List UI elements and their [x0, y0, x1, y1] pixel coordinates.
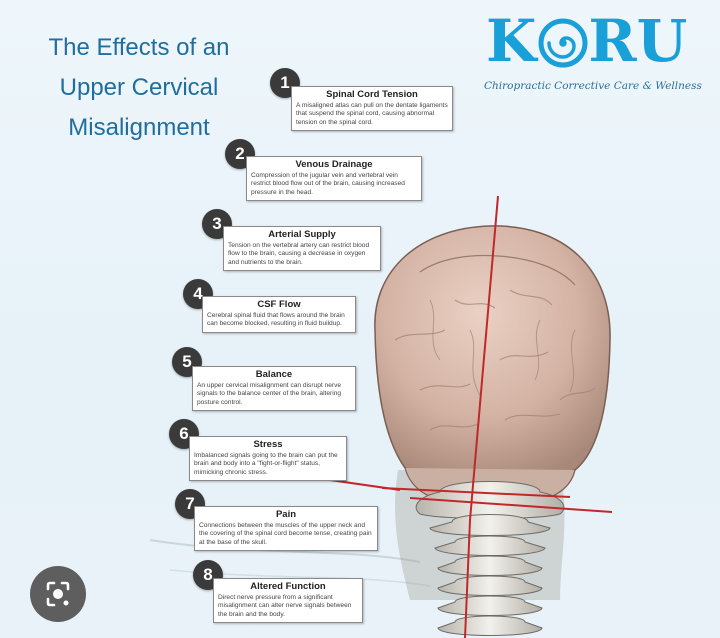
effect-card: Pain Connections between the muscles of … — [194, 506, 378, 552]
effect-heading: Altered Function — [250, 581, 326, 592]
effect-heading: Arterial Supply — [268, 229, 336, 240]
logo-wordmark: K RU — [486, 6, 687, 76]
logo-letter-k: K — [486, 7, 537, 75]
page-title: The Effects of an Upper Cervical Misalig… — [48, 34, 230, 141]
effect-description: An upper cervical misalignment can disru… — [197, 382, 342, 406]
logo-letters-ru: RU — [588, 7, 688, 75]
effect-description: Imbalanced signals going to the brain ca… — [194, 452, 338, 476]
effect-description: Direct nerve pressure from a significant… — [218, 594, 352, 618]
effect-card: Altered Function Direct nerve pressure f… — [213, 578, 363, 624]
effect-description: Cerebral spinal fluid that flows around … — [207, 312, 345, 328]
koru-logo: K RU Chiropractic Corrective Care & Welln… — [484, 6, 712, 96]
effect-card: Venous Drainage Compression of the jugul… — [246, 156, 422, 202]
lens-search-button[interactable] — [30, 566, 86, 622]
effect-heading: Balance — [255, 369, 293, 380]
logo-tagline: Chiropractic Corrective Care & Wellness — [484, 80, 702, 92]
effect-description: A misaligned atlas can pull on the denta… — [296, 102, 448, 126]
effect-description: Compression of the jugular vein and vert… — [251, 172, 405, 196]
lens-search-icon — [46, 581, 70, 607]
effect-card: CSF Flow Cerebral spinal fluid that flow… — [202, 296, 356, 333]
effect-heading: Venous Drainage — [295, 159, 373, 170]
effect-heading: Pain — [275, 509, 297, 520]
effect-card: Spinal Cord Tension A misaligned atlas c… — [291, 86, 453, 132]
koru-swirl-icon — [538, 18, 588, 68]
effect-card: Arterial Supply Tension on the vertebral… — [223, 226, 381, 272]
effect-heading: Stress — [253, 439, 283, 450]
effect-heading: Spinal Cord Tension — [326, 89, 418, 100]
effect-description: Tension on the vertebral artery can rest… — [228, 242, 370, 266]
effect-card: Stress Imbalanced signals going to the b… — [189, 436, 347, 482]
effect-card: Balance An upper cervical misalignment c… — [192, 366, 356, 412]
effect-description: Connections between the muscles of the u… — [199, 522, 372, 546]
effect-heading: CSF Flow — [257, 299, 301, 310]
